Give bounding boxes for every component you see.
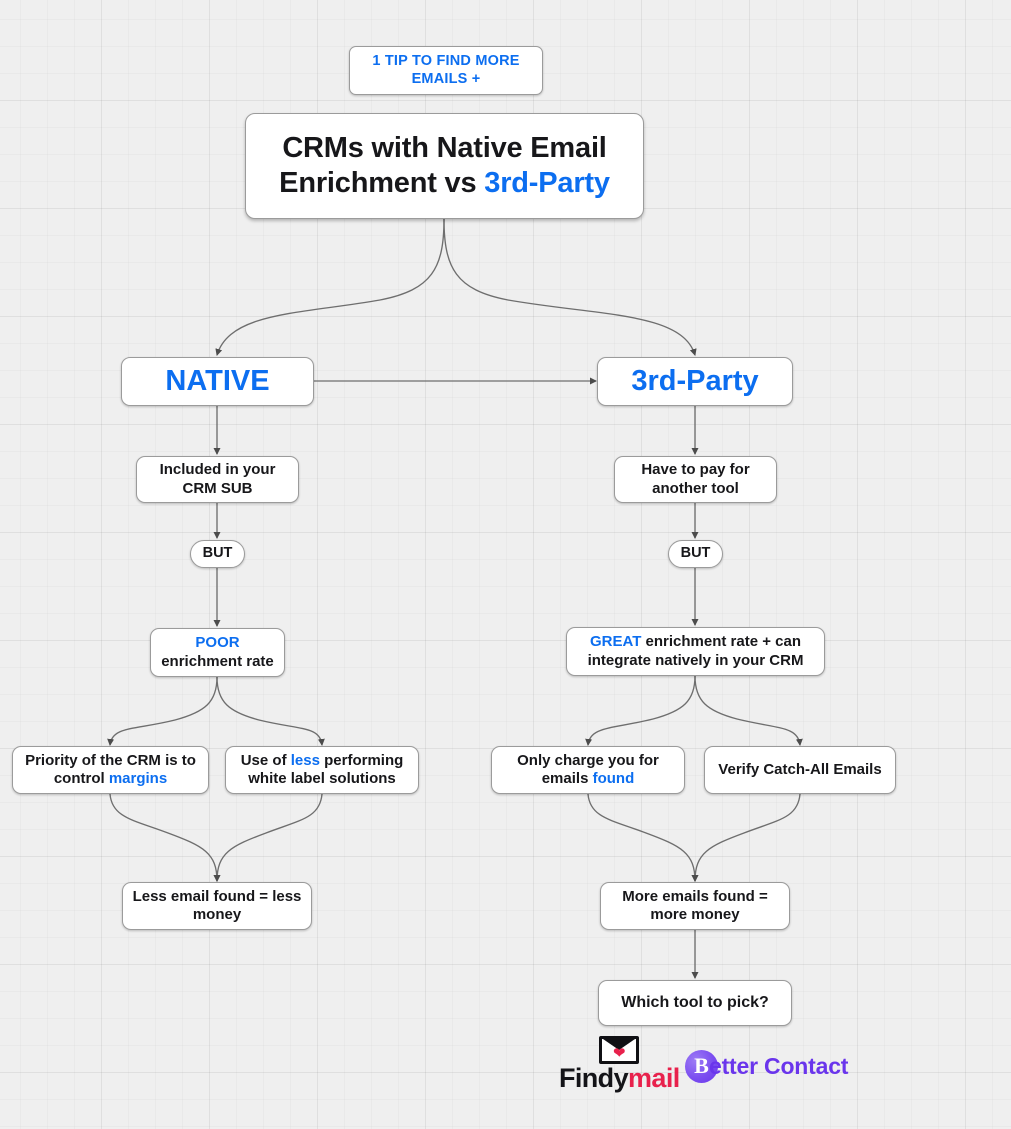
third-step-line1: Have to pay for <box>641 461 750 479</box>
native-leaf-2-line1: Use of less performing <box>241 752 404 770</box>
native-leaf-margins: Priority of the CRM is to control margin… <box>12 746 209 794</box>
third-but-label: BUT <box>680 545 711 562</box>
native-leaf-2-line1-b: performing <box>319 751 404 769</box>
bettercontact-badge-letter: B <box>694 1053 709 1078</box>
native-result: Less email found = less money <box>122 882 312 930</box>
native-leaf-2-line1-a: Use of <box>240 751 291 769</box>
edge-rate-to-leaf2-right <box>694 675 803 746</box>
native-leaf-white-label: Use of less performing white label solut… <box>225 746 419 794</box>
third-result-line1: More emails found = <box>622 887 768 905</box>
edge-title-to-native <box>215 218 445 356</box>
edge-rate-to-leaf1-right <box>585 675 696 746</box>
edge-leaf2-to-result-right <box>691 793 801 882</box>
native-leaf-2-line1-accent: less <box>290 751 320 769</box>
title-line-2: Enrichment vs 3rd-Party <box>279 166 610 201</box>
final-question: Which tool to pick? <box>598 980 792 1026</box>
envelope-heart-icon: ❤ <box>599 1036 640 1064</box>
native-step: Included in your CRM SUB <box>136 456 299 503</box>
native-result-line2: money <box>192 906 242 923</box>
third-leaf-1-line2-accent: found <box>592 770 635 787</box>
tip-badge-line2: EMAILS + <box>411 70 481 87</box>
tip-badge-line1: 1 TIP TO FIND MORE <box>372 52 520 69</box>
final-question-label: Which tool to pick? <box>621 994 769 1012</box>
native-rate-line2: enrichment rate <box>161 652 274 670</box>
native-enrichment-rate: POOR enrichment rate <box>150 628 285 677</box>
edge-leaf2-to-result <box>213 793 323 882</box>
third-step-line2: another tool <box>652 479 739 497</box>
third-result-line2: more money <box>650 906 740 923</box>
native-leaf-2-line2: white label solutions <box>248 770 396 787</box>
third-leaf-1-line2: emails found <box>517 770 659 788</box>
native-result-line1: Less email found = less <box>132 887 302 905</box>
third-party-result: More emails found = more money <box>600 882 790 930</box>
native-but-pill: BUT <box>190 540 245 568</box>
third-party-step: Have to pay for another tool <box>614 456 777 503</box>
edge-leaf1-to-result <box>109 793 221 882</box>
branch-native-label: NATIVE <box>165 364 270 397</box>
third-rate-line1-rest: enrichment rate + can <box>641 633 802 651</box>
bettercontact-logo[interactable]: B etter Contact <box>685 1050 848 1083</box>
third-party-but-pill: BUT <box>668 540 723 568</box>
native-step-line1: Included in your <box>159 461 276 479</box>
branch-native[interactable]: NATIVE <box>121 357 314 406</box>
third-leaf-1-line1: Only charge you for <box>517 751 659 769</box>
third-party-enrichment-rate: GREAT enrichment rate + can integrate na… <box>566 627 825 676</box>
edge-title-to-thirdparty <box>443 218 697 356</box>
edge-rate-to-leaf1 <box>107 676 218 746</box>
native-rate-accent: POOR <box>195 634 240 652</box>
native-leaf-1-line2-accent: margins <box>108 770 168 787</box>
native-leaf-1-line2-plain: control <box>53 770 109 787</box>
title-line-2-accent: 3rd-Party <box>484 167 610 199</box>
branch-third-party-label: 3rd-Party <box>631 364 759 397</box>
findymail-wordmark: Findymail <box>559 1065 680 1092</box>
edge-rate-to-leaf2 <box>216 676 325 746</box>
edge-leaf1-to-result-right <box>587 793 699 882</box>
bettercontact-wordmark: etter Contact <box>709 1053 849 1079</box>
third-leaf-1-line2-plain: emails <box>541 770 593 787</box>
native-leaf-1-line1: Priority of the CRM is to <box>25 751 196 769</box>
findymail-part2: mail <box>628 1063 680 1093</box>
title-line-1: CRMs with Native Email <box>282 131 607 164</box>
heart-icon: ❤ <box>613 1045 626 1062</box>
native-but-label: BUT <box>202 545 233 562</box>
third-party-leaf-charge: Only charge you for emails found <box>491 746 685 794</box>
logo-row: ❤ Findymail B etter Contact <box>545 1036 885 1098</box>
bettercontact-badge-icon: B <box>685 1050 718 1083</box>
native-step-line2: CRM SUB <box>182 479 253 497</box>
findymail-logo[interactable]: ❤ Findymail <box>559 1036 680 1092</box>
title-node: CRMs with Native Email Enrichment vs 3rd… <box>245 113 644 219</box>
third-leaf-2-label: Verify Catch-All Emails <box>718 760 882 778</box>
native-leaf-1-line2: control margins <box>25 770 196 788</box>
third-rate-line2: integrate natively in your CRM <box>587 651 804 669</box>
findymail-part1: Findy <box>559 1063 629 1093</box>
third-party-leaf-catch-all: Verify Catch-All Emails <box>704 746 896 794</box>
title-line-2-plain: Enrichment vs <box>279 167 485 199</box>
third-rate-line1: GREAT enrichment rate + can <box>588 633 804 651</box>
tip-badge[interactable]: 1 TIP TO FIND MORE EMAILS + <box>349 46 543 95</box>
third-rate-accent: GREAT <box>589 633 642 651</box>
branch-third-party[interactable]: 3rd-Party <box>597 357 793 406</box>
